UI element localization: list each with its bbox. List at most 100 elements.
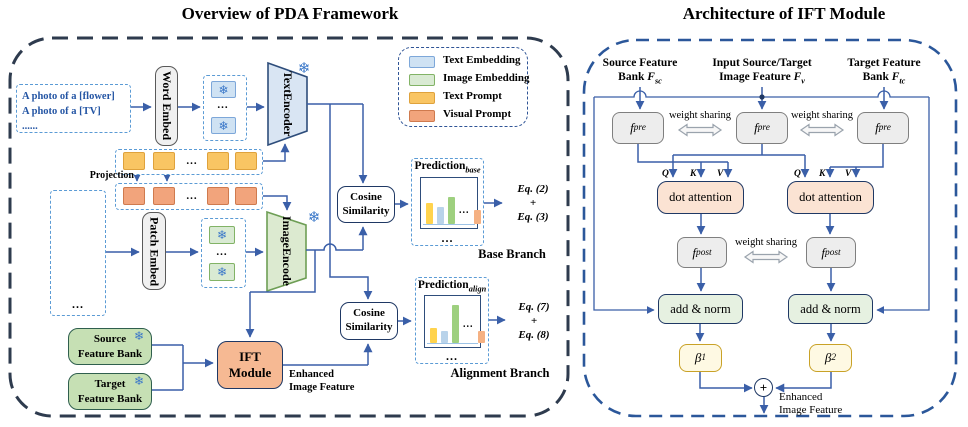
left-panel-title: Overview of PDA Framework	[181, 4, 399, 23]
q-label: Q	[794, 169, 801, 179]
cosine-similarity-box-base: Cosine Similarity	[337, 186, 395, 223]
snowflake-icon: ❄	[216, 265, 228, 279]
word-embed-box: Word Embed	[155, 66, 178, 146]
eq-align: Eq. (7)+Eq. (8)	[518, 301, 550, 341]
snowflake-icon: ❄	[216, 228, 228, 242]
target-feature-bank-label: Target Feature Bank Ftc	[847, 57, 921, 86]
target-bank-line2: Feature Bank	[77, 392, 143, 405]
sum-node: +	[754, 378, 773, 397]
cosine-line1: Cosine	[353, 307, 385, 320]
legend-label: Visual Prompt	[443, 108, 512, 120]
cosine-line2: Similarity	[342, 204, 390, 217]
alignment-branch-label: Alignment Branch	[450, 366, 550, 380]
visual-prompt-token	[207, 187, 229, 205]
right-panel-title: Architecture of IFT Module	[682, 4, 886, 23]
image-encoder-word1: Image	[279, 216, 294, 249]
add-norm-box-left: add & norm	[658, 294, 743, 324]
patch-embed-box: Patch Embed	[142, 212, 166, 290]
source-feature-bank-box: Source Feature Bank	[68, 328, 152, 365]
ellipsis: ...	[446, 349, 458, 363]
image-embedding-token: ❄	[209, 226, 235, 244]
v-label: V	[717, 169, 724, 179]
ellipsis: ...	[186, 155, 198, 167]
visual-prompt-token	[123, 187, 145, 205]
chart-baseline	[427, 342, 478, 344]
weight-sharing-arrows	[677, 123, 845, 264]
projection-label: Projection	[89, 170, 134, 181]
source-bank-line2: Feature Bank	[77, 347, 143, 360]
image-encoder-label: Image Encode	[268, 214, 305, 289]
legend-chip-text-prompt	[409, 92, 435, 104]
prompt-line-1: A photo of a [flower]	[22, 91, 115, 102]
ellipsis: ...	[186, 190, 198, 202]
snowflake-icon: ❄	[218, 83, 229, 97]
legend-chip-image-embedding	[409, 74, 435, 86]
input-images-box	[50, 190, 106, 316]
prediction-align-chart: ...	[424, 295, 485, 348]
visual-prompt-token	[153, 187, 175, 205]
mini-bar	[430, 328, 437, 343]
k-label: K	[819, 169, 826, 179]
v-label: V	[845, 169, 852, 179]
cosine-line2: Similarity	[345, 321, 393, 333]
ellipsis: ...	[463, 318, 474, 330]
image-embedding-token: ❄	[209, 263, 235, 281]
ellipsis: ...	[217, 99, 229, 111]
cosine-line1: Cosine	[350, 190, 382, 203]
mini-bar	[437, 207, 444, 224]
target-bank-line1: Target	[94, 378, 126, 391]
mini-bar	[477, 331, 485, 343]
visual-prompt-token	[235, 187, 257, 205]
prediction-align-label: Predictionalign	[417, 279, 487, 294]
legend-label: Image Embedding	[443, 72, 530, 84]
mini-bar	[426, 203, 433, 224]
prediction-base-chart: ...	[420, 177, 481, 229]
mini-bar	[441, 331, 448, 343]
dot-attention-box-left: dot attention	[657, 181, 744, 214]
prediction-base-label: Predictionbase	[414, 160, 481, 175]
text-embedding-token: ❄	[211, 81, 236, 98]
eq-base: Eq. (2)+Eq. (3)	[517, 183, 549, 223]
ift-line1: IFT	[239, 348, 261, 364]
cosine-similarity-box-align: Cosine Similarity	[340, 302, 398, 340]
text-prompt-token	[235, 152, 257, 170]
prediction-align-bars: ...	[430, 305, 485, 343]
chart-baseline	[423, 223, 475, 225]
add-norm-box-right: add & norm	[788, 294, 873, 324]
source-bank-line1: Source	[93, 333, 127, 346]
prompt-line-3: ......	[22, 121, 38, 133]
ift-module-box: IFT Module	[217, 341, 283, 389]
snowflake-icon: ❄	[133, 329, 145, 343]
mini-bar	[452, 305, 459, 343]
q-label: Q	[662, 169, 669, 179]
input-feature-label: Input Source/Target Image Feature Fv	[712, 57, 812, 86]
text-prompt-token	[153, 152, 175, 170]
text-encoder-label: Text Encoder	[269, 65, 306, 143]
ift-line2: Module	[228, 365, 272, 380]
legend-chip-text-embedding	[409, 56, 435, 68]
mini-bar	[473, 210, 481, 224]
right-panel-border	[582, 38, 958, 418]
snowflake-icon: ❄	[297, 61, 311, 77]
prediction-base-bars: ...	[426, 197, 481, 224]
text-embedding-token: ❄	[211, 117, 236, 134]
snowflake-icon: ❄	[307, 210, 321, 226]
ellipsis: ...	[72, 297, 84, 311]
legend-label: Text Embedding	[443, 54, 521, 66]
legend: Text Embedding Image Embedding Text Prom…	[398, 47, 530, 127]
source-feature-bank-label: Source Feature Bank Fsc	[602, 57, 678, 86]
ellipsis: ...	[216, 246, 228, 258]
snowflake-icon: ❄	[218, 119, 229, 133]
legend-chip-visual-prompt	[409, 110, 435, 122]
text-prompt-token	[123, 152, 145, 170]
text-encoder-word2: Encoder	[280, 93, 295, 137]
snowflake-icon: ❄	[133, 374, 145, 388]
text-prompt-token	[207, 152, 229, 170]
dot-attention-box-right: dot attention	[787, 181, 874, 214]
image-encoder-word2: Encode	[279, 248, 294, 287]
